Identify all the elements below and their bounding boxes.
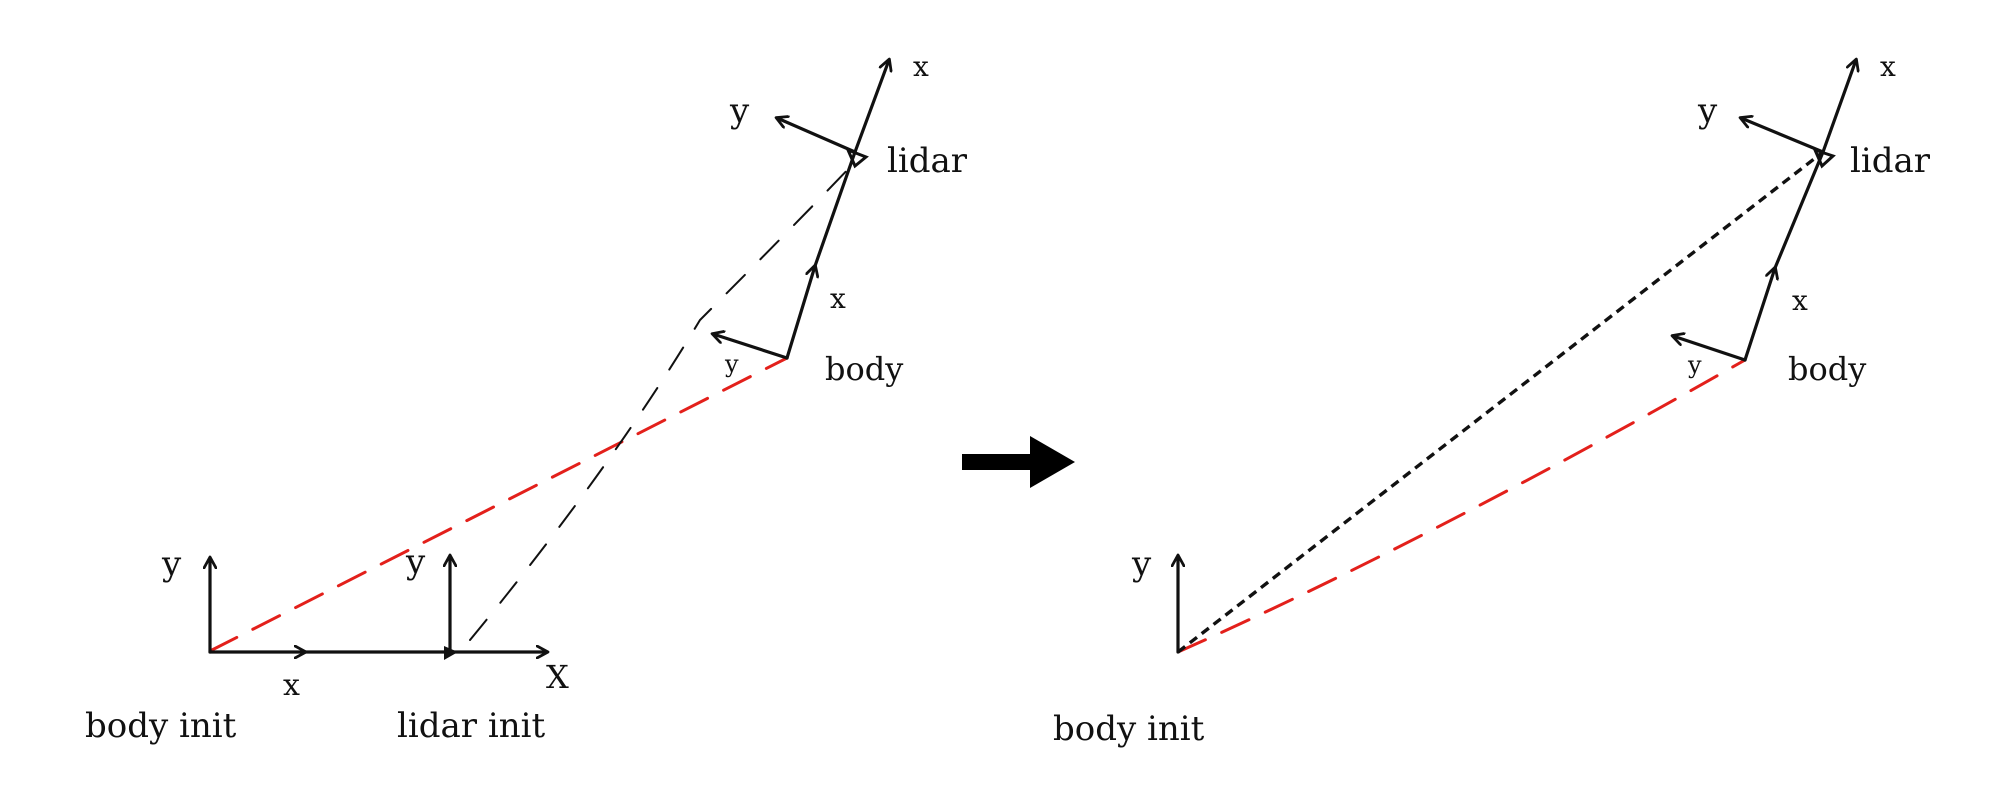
left-body-label: body (825, 350, 903, 388)
right-lidar-label: lidar (1850, 141, 1931, 181)
left-body-to-lidar-line (813, 150, 857, 268)
right-body-frame: y x body (1673, 268, 1866, 388)
right-lidar-x-label: x (1880, 50, 1896, 83)
left-body-init-y-label: y (161, 544, 182, 584)
right-lidar-y-axis (1741, 118, 1825, 154)
right-body-init-label: body init (1053, 709, 1205, 749)
left-lidar-init-origin-mark (444, 646, 458, 660)
right-body-x-axis (1743, 268, 1775, 362)
left-lidar-x-label: x (913, 50, 929, 83)
right-lidar-x-axis (1821, 60, 1856, 154)
left-body-y-axis (713, 334, 789, 360)
left-body-frame: y x body (713, 266, 903, 388)
left-black-dashed-lidar-path (469, 161, 856, 641)
right-body-init-frame: y body init (1053, 544, 1205, 749)
left-lidar-frame: x y lidar (729, 50, 968, 181)
right-body-x-label: x (1792, 284, 1808, 317)
transition-arrow-shaft (962, 454, 1034, 470)
right-red-dashed-body-path (1176, 358, 1747, 654)
left-body-x-label: x (830, 282, 846, 315)
left-lidar-init-y-label: y (405, 542, 426, 582)
left-red-dashed-body-path (208, 356, 789, 653)
transition-arrow (962, 436, 1075, 488)
right-body-label: body (1788, 350, 1866, 388)
right-lidar-y-label: y (1697, 91, 1718, 131)
left-body-y-label: y (724, 350, 739, 378)
left-panel: y x body init y X lidar init y x body (85, 50, 968, 746)
left-body-init-label: body init (85, 706, 237, 746)
right-body-y-axis (1673, 336, 1747, 362)
left-lidar-origin-mark (845, 147, 869, 169)
left-body-init-x-label: x (283, 668, 300, 703)
right-body-y-label: y (1687, 351, 1702, 379)
right-panel: y body init y x body x y lidar (1053, 50, 1931, 749)
right-black-dashed-lidar-path (1176, 150, 1825, 654)
left-lidar-y-axis (777, 118, 857, 154)
right-lidar-frame: x y lidar (1697, 50, 1931, 181)
transition-arrow-head (1030, 436, 1075, 488)
left-body-x-axis (785, 266, 815, 360)
left-lidar-init-frame: y X lidar init (397, 542, 569, 746)
left-lidar-label: lidar (887, 141, 968, 181)
left-lidar-y-label: y (729, 91, 750, 131)
left-lidar-x-axis (853, 60, 889, 154)
right-body-to-lidar-line (1773, 150, 1825, 270)
right-body-init-y-label: y (1131, 544, 1152, 584)
left-lidar-init-label: lidar init (397, 706, 545, 746)
left-lidar-init-x-label: X (546, 658, 569, 696)
left-body-init-frame: y x body init (85, 544, 547, 746)
